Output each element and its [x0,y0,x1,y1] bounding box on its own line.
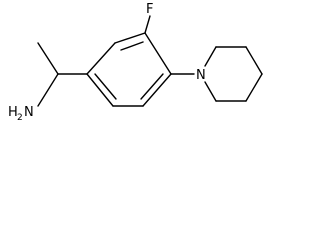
bond-c1-c2 [86,42,116,75]
bond-c2-c3 [114,32,146,44]
benzene-ring [86,32,172,107]
substituents [37,15,195,107]
pip-bond-c4-c5 [245,73,263,102]
amine-nitrogen-label: N [24,105,34,120]
double-bond-inner-left [94,73,117,100]
pip-bond-n-c2 [204,46,217,67]
nitrogen-label: N [196,68,206,83]
double-bond-inner-top [120,41,144,51]
bond-ring-to-fluorine [144,15,151,34]
pip-bond-c3-c4 [245,46,263,75]
bond-ethyl-carbon-to-methyl [37,42,59,75]
piperidine-ring [204,46,263,102]
atom-labels: F N H 2 N [8,2,206,123]
bond-c6-c1 [86,73,114,107]
amine-hydrogen-label: H [8,105,18,120]
bond-c3-c4 [144,32,172,75]
bond-c4-c5 [142,73,172,107]
bond-ethyl-carbon-to-amine [37,73,59,107]
pip-bond-c6-n [204,81,217,102]
structure-canvas: F N H 2 N [0,0,286,123]
amine-subscript-label: 2 [17,113,23,123]
fluorine-label: F [146,2,153,17]
double-bond-inner-right [140,73,164,100]
amine-label: H 2 N [8,105,34,123]
chemical-structure: F N H 2 N [8,2,263,123]
